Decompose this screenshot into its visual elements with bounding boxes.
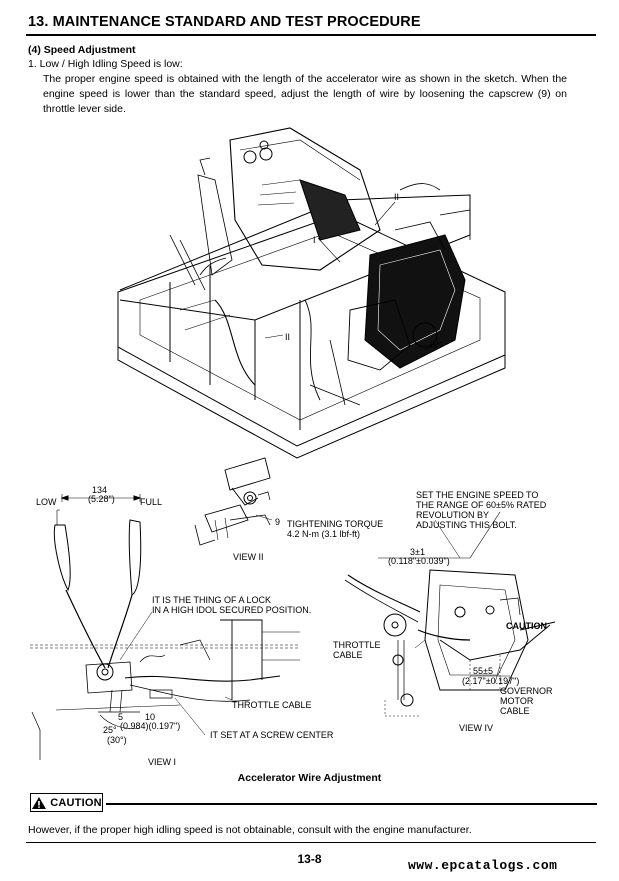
label-throttle-cable-view-i: THROTTLE CABLE (232, 700, 312, 710)
page-number: 13-8 (297, 852, 322, 866)
list-item-heading: 1. Low / High Idling Speed is low: (28, 58, 183, 70)
dim-small: (0.984)(0.197") (120, 721, 180, 731)
view-iv-note-line-1: SET THE ENGINE SPEED TO (416, 490, 538, 500)
view-ii-drawing (194, 457, 273, 546)
header-rule (26, 34, 596, 36)
caution-text: However, if the proper high idling speed… (28, 824, 472, 836)
label-low: LOW (36, 497, 57, 507)
angle-25: 25° (103, 725, 117, 735)
dim-134-in: (5.28") (88, 494, 115, 504)
label-throttle-line-2: CABLE (333, 650, 363, 660)
dim-10: 10 (145, 712, 155, 722)
label-caution-part: CAUTION (506, 621, 547, 631)
label-screw-center: IT SET AT A SCREW CENTER (210, 730, 334, 740)
view-ii-title: VIEW II (233, 552, 264, 562)
footer-rule (26, 842, 596, 843)
view-i-lever-drawing (30, 494, 300, 760)
dim-55-in: (2.17"±0.197") (462, 676, 519, 686)
governor-line-3: CABLE (500, 706, 530, 716)
section-heading: (4) Speed Adjustment (28, 44, 136, 56)
governor-line-2: MOTOR (500, 696, 534, 706)
view-iv-note-line-4: ADJUSTING THIS BOLT. (416, 520, 517, 530)
dim-134: 134 (92, 485, 107, 495)
dim-3-in: (0.118"±0.039") (388, 556, 450, 566)
callout-9: 9 (275, 517, 280, 527)
caution-label: CAUTION (50, 796, 102, 809)
watermark-url: www.epcatalogs.com (408, 858, 558, 873)
body-paragraph: The proper engine speed is obtained with… (43, 73, 567, 115)
mark-view-ii: II (285, 332, 290, 342)
torque-line-2: 4.2 N-m (3.1 lbf-ft) (287, 529, 360, 539)
engine-frame-drawing (117, 127, 506, 459)
view-iv-note-line-2: THE RANGE OF 60±5% RATED (416, 500, 547, 510)
page-header-title: 13. MAINTENANCE STANDARD AND TEST PROCED… (28, 14, 421, 30)
figure-caption: Accelerator Wire Adjustment (237, 772, 382, 784)
mark-view-i: I (313, 235, 316, 245)
dim-5: 5 (118, 712, 123, 722)
mark-view-ii-top: II (394, 192, 399, 202)
view-iv-note-line-3: REVOLUTION BY (416, 510, 489, 520)
dim-55: 55±5 (473, 666, 493, 676)
view-iv-title: VIEW IV (459, 723, 493, 733)
mark-view-iv: IV (430, 340, 439, 350)
governor-line-1: GOVERNOR (500, 686, 553, 696)
label-throttle-line-1: THROTTLE (333, 640, 381, 650)
torque-line-1: TIGHTENING TORQUE (287, 519, 383, 529)
warning-triangle-icon (32, 796, 47, 809)
view-i-title: VIEW I (148, 757, 176, 767)
label-full: FULL (140, 497, 162, 507)
caution-rule (106, 803, 597, 805)
dim-3: 3±1 (410, 547, 425, 557)
lock-note-line-2: IN A HIGH IDOL SECURED POSITION. (152, 605, 311, 615)
caution-box: CAUTION (30, 793, 103, 812)
lock-note-line-1: IT IS THE THING OF A LOCK (152, 595, 271, 605)
angle-30: (30°) (107, 735, 127, 745)
view-iv-drawing (344, 511, 556, 717)
